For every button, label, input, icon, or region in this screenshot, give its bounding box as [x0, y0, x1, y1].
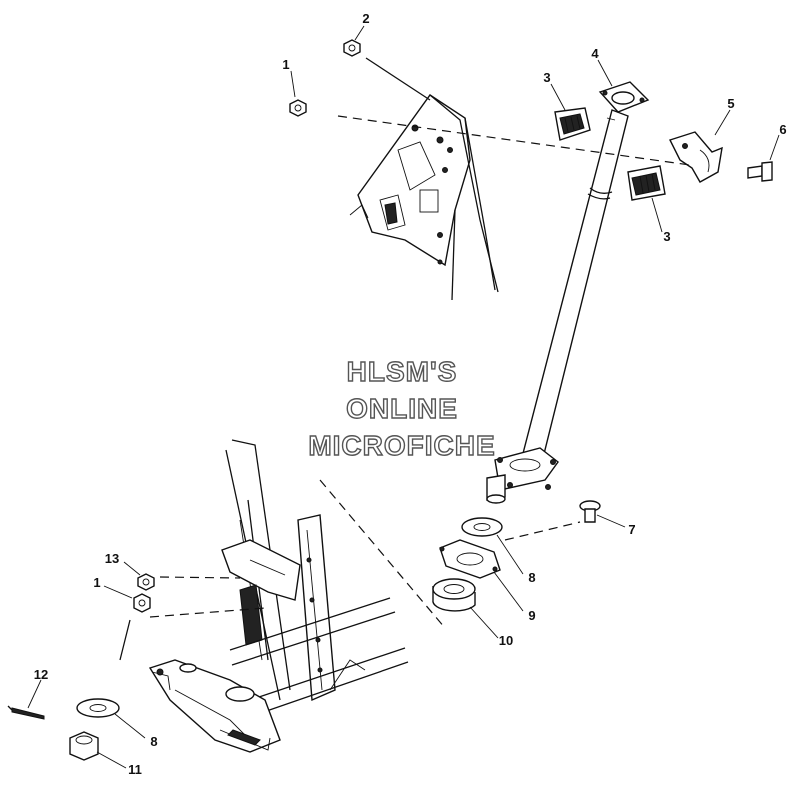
callout-5: 5 [727, 96, 734, 111]
callout-8-lower: 8 [150, 734, 157, 749]
column-clamp-bracket [669, 131, 723, 183]
nut-1-lower [133, 593, 151, 613]
callout-9: 9 [528, 608, 535, 623]
callout-3-upper: 3 [543, 70, 550, 85]
callout-2: 2 [362, 11, 369, 26]
chassis-frame [148, 439, 409, 753]
cotter-pin-12 [7, 705, 45, 720]
bolt-6 [747, 161, 773, 182]
watermark-line-1: HLSM'S [347, 356, 458, 387]
callouts: 1 2 3 4 5 6 3 7 8 9 10 13 1 12 8 11 [34, 11, 787, 777]
nut-2 [343, 39, 361, 57]
flange-plate-9 [439, 539, 501, 579]
washer-8-lower [76, 698, 120, 718]
nut-13 [137, 573, 155, 591]
bushing-upper [554, 107, 591, 141]
watermark-line-2: ONLINE [346, 393, 458, 424]
callout-8-upper: 8 [528, 570, 535, 585]
steering-column [486, 81, 650, 504]
bushing-lower [627, 165, 666, 201]
callout-12: 12 [34, 667, 48, 682]
callout-3-lower: 3 [663, 229, 670, 244]
callout-13: 13 [105, 551, 119, 566]
callout-4: 4 [591, 46, 599, 61]
castle-nut-11 [69, 731, 99, 761]
dash-panel-bracket [349, 94, 499, 301]
bushing-10 [432, 578, 476, 612]
callout-7: 7 [628, 522, 635, 537]
carriage-bolt-7 [579, 500, 601, 523]
callout-1-lower: 1 [93, 575, 100, 590]
washer-8-upper [461, 517, 503, 537]
callout-11: 11 [128, 762, 142, 777]
callout-6: 6 [779, 122, 786, 137]
leader-lines [27, 25, 780, 769]
callout-10: 10 [499, 633, 513, 648]
callout-1-upper: 1 [282, 57, 289, 72]
watermark: HLSM'S ONLINE MICROFICHE [308, 355, 496, 461]
watermark-line-3: MICROFICHE [308, 430, 495, 461]
nut-1-upper [289, 99, 307, 117]
